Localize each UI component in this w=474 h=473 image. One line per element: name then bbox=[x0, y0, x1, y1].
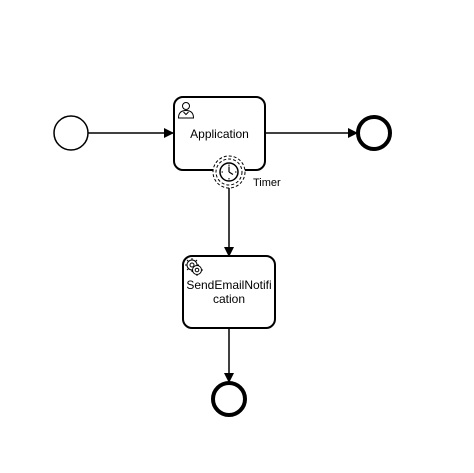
end-event-application[interactable] bbox=[356, 115, 392, 151]
user-icon bbox=[177, 102, 195, 119]
task-application[interactable]: Application bbox=[173, 96, 266, 171]
clock-icon bbox=[219, 162, 239, 182]
task-send-email-box[interactable] bbox=[182, 255, 276, 329]
task-application-label: Application bbox=[190, 127, 249, 141]
task-send-email-notification[interactable]: SendEmailNotifi cation bbox=[182, 255, 276, 329]
end-event-send-email[interactable] bbox=[211, 381, 247, 417]
gear-icon bbox=[185, 258, 203, 276]
task-send-email-label-line1: SendEmailNotifi bbox=[186, 278, 271, 292]
start-event[interactable] bbox=[53, 115, 89, 151]
timer-label: Timer bbox=[253, 177, 281, 189]
timer-boundary-event[interactable] bbox=[212, 155, 246, 189]
task-send-email-label-line2: cation bbox=[213, 292, 245, 306]
